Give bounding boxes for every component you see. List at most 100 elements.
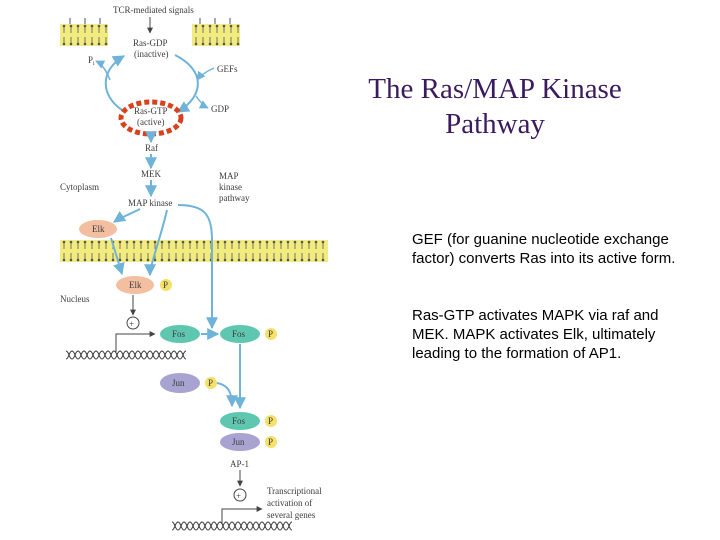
transcription-label-line1: Transcriptional [267, 486, 322, 496]
nuclear-membrane-lipid-head [244, 240, 248, 244]
jun-unphosphorylated-label: Jun [172, 378, 185, 388]
fos-new [160, 325, 200, 343]
plasma-membrane-lipid-head [90, 42, 94, 46]
mapk-description: Ras-GTP activates MAPK via raf and MEK. … [412, 307, 659, 362]
nuclear-membrane-lipid-head [321, 240, 325, 244]
pi-label: Pi [88, 55, 95, 67]
fos-transcription-arrow [115, 331, 156, 352]
plasma-membrane-lipid-head [208, 42, 212, 46]
mek-label: MEK [141, 169, 162, 179]
nuclear-membrane-lipid-head [118, 240, 122, 244]
nuclear-membrane-lipid-head [314, 258, 318, 262]
elk-cytoplasm [79, 220, 117, 238]
ap1-jun-label: Jun [232, 437, 245, 447]
plasma-membrane-lipid-head [229, 24, 233, 28]
plasma-membrane-lipid-head [104, 42, 108, 46]
gef-input-arrow [196, 67, 215, 81]
ap1-fos-phosphate-label: P [268, 416, 273, 426]
nuclear-membrane-lipid-head [230, 240, 234, 244]
ras-map-kinase-diagram: TCR-mediated signals Ras-GDP (inactive) … [60, 5, 328, 531]
gefs-label: GEFs [217, 64, 238, 74]
nuclear-membrane-lipid-head [223, 258, 227, 262]
dna-helix-strand [107, 350, 115, 360]
dna-helix-strand [173, 350, 181, 360]
nuclear-membrane-lipid-head [237, 258, 241, 262]
nuclear-membrane-lipid-head [307, 258, 311, 262]
cytoplasm-label: Cytoplasm [60, 182, 99, 192]
mapk-to-nucleus-arrow [177, 204, 218, 330]
nuclear-membrane-lipid-head [279, 240, 283, 244]
nuclear-membrane-lipid-head [216, 258, 220, 262]
plasma-membrane-left [60, 18, 231, 46]
dna-helix-strand [219, 521, 227, 531]
dna-helix-strand [177, 521, 185, 531]
dna-helix-strand [183, 521, 191, 531]
ras-gdp-state-label: (inactive) [134, 49, 168, 59]
nuclear-membrane-lipid-head [265, 258, 269, 262]
dna-helix-strand [89, 350, 97, 360]
elk-phosphate [160, 279, 172, 291]
dna-helix-strand [243, 521, 251, 531]
nuclear-membrane-lipid-head [216, 240, 220, 244]
nuclear-membrane-lipid-head [251, 240, 255, 244]
tcr-signals-label: TCR-mediated signals [113, 5, 194, 15]
ap1-fos [220, 412, 260, 430]
pathway-label-line2: kinase [219, 182, 242, 192]
nuclear-membrane-lipid-head [293, 258, 297, 262]
transcription-label-line3: several genes [267, 510, 316, 520]
plasma-membrane-lipid-head [236, 24, 240, 28]
plasma-membrane-lipid-head [194, 24, 198, 28]
nuclear-membrane-lipid-head [181, 258, 185, 262]
elk-activation-plus [126, 316, 140, 330]
dna-helix-strand [71, 350, 79, 360]
dna-helix-fos-gene [65, 350, 187, 360]
dna-helix-strand [131, 350, 139, 360]
ap1-jun-phosphate [265, 436, 277, 448]
target-gene-transcription-arrow [221, 506, 263, 524]
plasma-membrane-band [60, 24, 108, 46]
mapk-to-elk-nuclear-arrow [144, 209, 168, 277]
plasma-membrane-lipid-head [201, 24, 205, 28]
plasma-membrane-lipid-head [90, 24, 94, 28]
dna-helix-strand [171, 521, 179, 531]
jun-unphosphorylated [160, 373, 200, 393]
dna-helix-strand [113, 350, 121, 360]
dna-helix-strand [285, 521, 293, 531]
dna-helix-strand [179, 350, 187, 360]
nuclear-membrane-lipid-head [321, 258, 325, 262]
gdp-release-arrow [195, 95, 209, 109]
plasma-membrane-lipid-head [62, 42, 66, 46]
nuclear-membrane-lipid-head [76, 240, 80, 244]
nuclear-membrane-lipid-head [300, 240, 304, 244]
ap1-fos-phosphate [265, 415, 277, 427]
dna-helix-strand [213, 521, 221, 531]
fos-phosphorylated-label: Fos [232, 329, 246, 339]
nuclear-membrane-lipid-head [160, 240, 164, 244]
raf-label: Raf [145, 143, 158, 153]
dna-helix-strand [255, 521, 263, 531]
nuclear-membrane-lipid-head [90, 240, 94, 244]
dna-helix-strand [155, 350, 163, 360]
map-kinase-label: MAP kinase [128, 198, 172, 208]
plasma-membrane-lipid-head [104, 24, 108, 28]
dna-helix-strand [225, 521, 233, 531]
nuclear-membrane-lipid-head [132, 240, 136, 244]
nuclear-membrane-lipid-head [286, 258, 290, 262]
gef-description: GEF (for guanine nucleotide exchange fac… [412, 231, 676, 267]
nuclear-membrane-lipid-head [62, 258, 66, 262]
jun-to-ap1-arrow [216, 382, 238, 408]
nuclear-membrane-lipid-head [258, 258, 262, 262]
nuclear-membrane-lipid-head [97, 240, 101, 244]
nuclear-membrane-lipid-head [132, 258, 136, 262]
nuclear-membrane-lipid-head [97, 258, 101, 262]
plasma-membrane-lipid-head [222, 24, 226, 28]
dna-helix-strand [95, 350, 103, 360]
nuclear-membrane-lipid-head [223, 240, 227, 244]
pathway-label-line1: MAP [219, 171, 239, 181]
nuclear-membrane-lipid-head [118, 258, 122, 262]
ap1-jun-phosphate-label: P [268, 437, 273, 447]
jun-phosphate [205, 377, 217, 389]
fos-phosphate-label: P [268, 329, 273, 339]
dna-helix-strand [273, 521, 281, 531]
nuclear-membrane-lipid-head [230, 258, 234, 262]
